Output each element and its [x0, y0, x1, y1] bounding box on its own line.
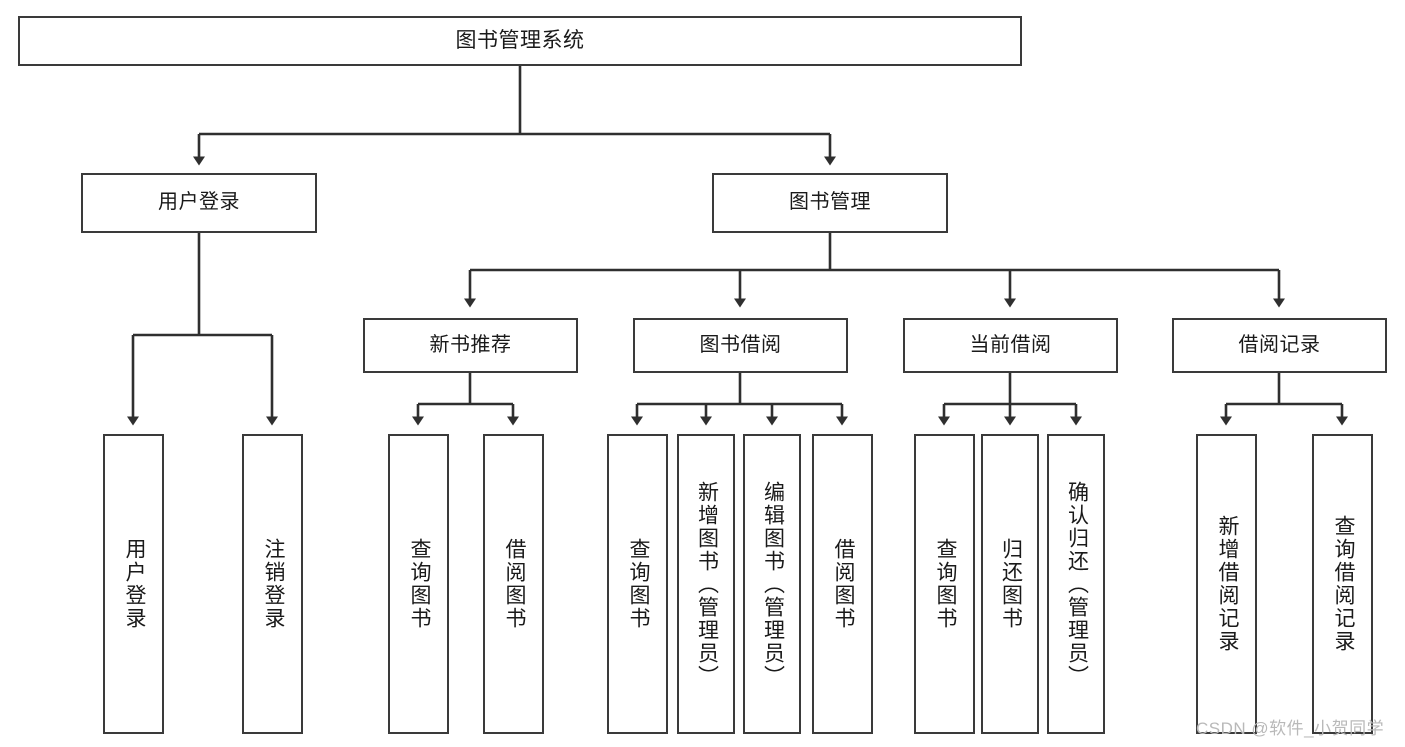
leaf-edit-book-admin[interactable]: 编辑图书（管理员）: [743, 434, 801, 734]
node-user-login[interactable]: 用户登录: [81, 173, 317, 233]
watermark: CSDN @软件_小贺同学: [1196, 719, 1385, 738]
leaf-add-borrow-record[interactable]: 新增借阅记录: [1196, 434, 1257, 734]
leaf-return-book[interactable]: 归还图书: [981, 434, 1039, 734]
leaf-query-book-current[interactable]: 查询图书: [914, 434, 975, 734]
leaf-user-login-label: 用户登录: [122, 538, 146, 630]
leaf-user-login[interactable]: 用户登录: [103, 434, 164, 734]
leaf-borrow-book-recommend-label: 借阅图书: [502, 538, 526, 630]
node-root-label: 图书管理系统: [455, 28, 585, 52]
leaf-add-book-admin-label: 新增图书（管理员）: [695, 480, 719, 688]
node-book-management[interactable]: 图书管理: [712, 173, 948, 233]
leaf-confirm-return-admin-label: 确认归还（管理员）: [1065, 480, 1089, 688]
leaf-add-book-admin[interactable]: 新增图书（管理员）: [677, 434, 735, 734]
leaf-borrow-book[interactable]: 借阅图书: [812, 434, 873, 734]
leaf-borrow-book-recommend[interactable]: 借阅图书: [483, 434, 544, 734]
node-borrow-record[interactable]: 借阅记录: [1172, 318, 1387, 373]
leaf-query-book-recommend-label: 查询图书: [407, 538, 431, 630]
node-user-login-label: 用户登录: [158, 191, 240, 214]
node-book-management-label: 图书管理: [789, 191, 871, 214]
leaf-logout[interactable]: 注销登录: [242, 434, 303, 734]
leaf-query-book-recommend[interactable]: 查询图书: [388, 434, 449, 734]
leaf-query-book-borrow-label: 查询图书: [626, 538, 650, 630]
leaf-query-borrow-record-label: 查询借阅记录: [1331, 515, 1355, 653]
leaf-return-book-label: 归还图书: [999, 538, 1023, 630]
node-new-book-recommend[interactable]: 新书推荐: [363, 318, 578, 373]
leaf-add-borrow-record-label: 新增借阅记录: [1215, 515, 1239, 653]
leaf-logout-label: 注销登录: [261, 538, 285, 630]
node-book-borrow-label: 图书借阅: [699, 333, 782, 356]
leaf-borrow-book-label: 借阅图书: [831, 538, 855, 630]
node-book-borrow[interactable]: 图书借阅: [633, 318, 848, 373]
leaf-edit-book-admin-label: 编辑图书（管理员）: [761, 480, 785, 688]
leaf-query-book-borrow[interactable]: 查询图书: [607, 434, 668, 734]
node-new-book-recommend-label: 新书推荐: [429, 333, 512, 356]
node-current-borrow[interactable]: 当前借阅: [903, 318, 1118, 373]
node-borrow-record-label: 借阅记录: [1238, 333, 1321, 356]
node-root[interactable]: 图书管理系统: [18, 16, 1022, 66]
leaf-confirm-return-admin[interactable]: 确认归还（管理员）: [1047, 434, 1105, 734]
node-current-borrow-label: 当前借阅: [969, 333, 1052, 356]
leaf-query-book-current-label: 查询图书: [933, 538, 957, 630]
leaf-query-borrow-record[interactable]: 查询借阅记录: [1312, 434, 1373, 734]
